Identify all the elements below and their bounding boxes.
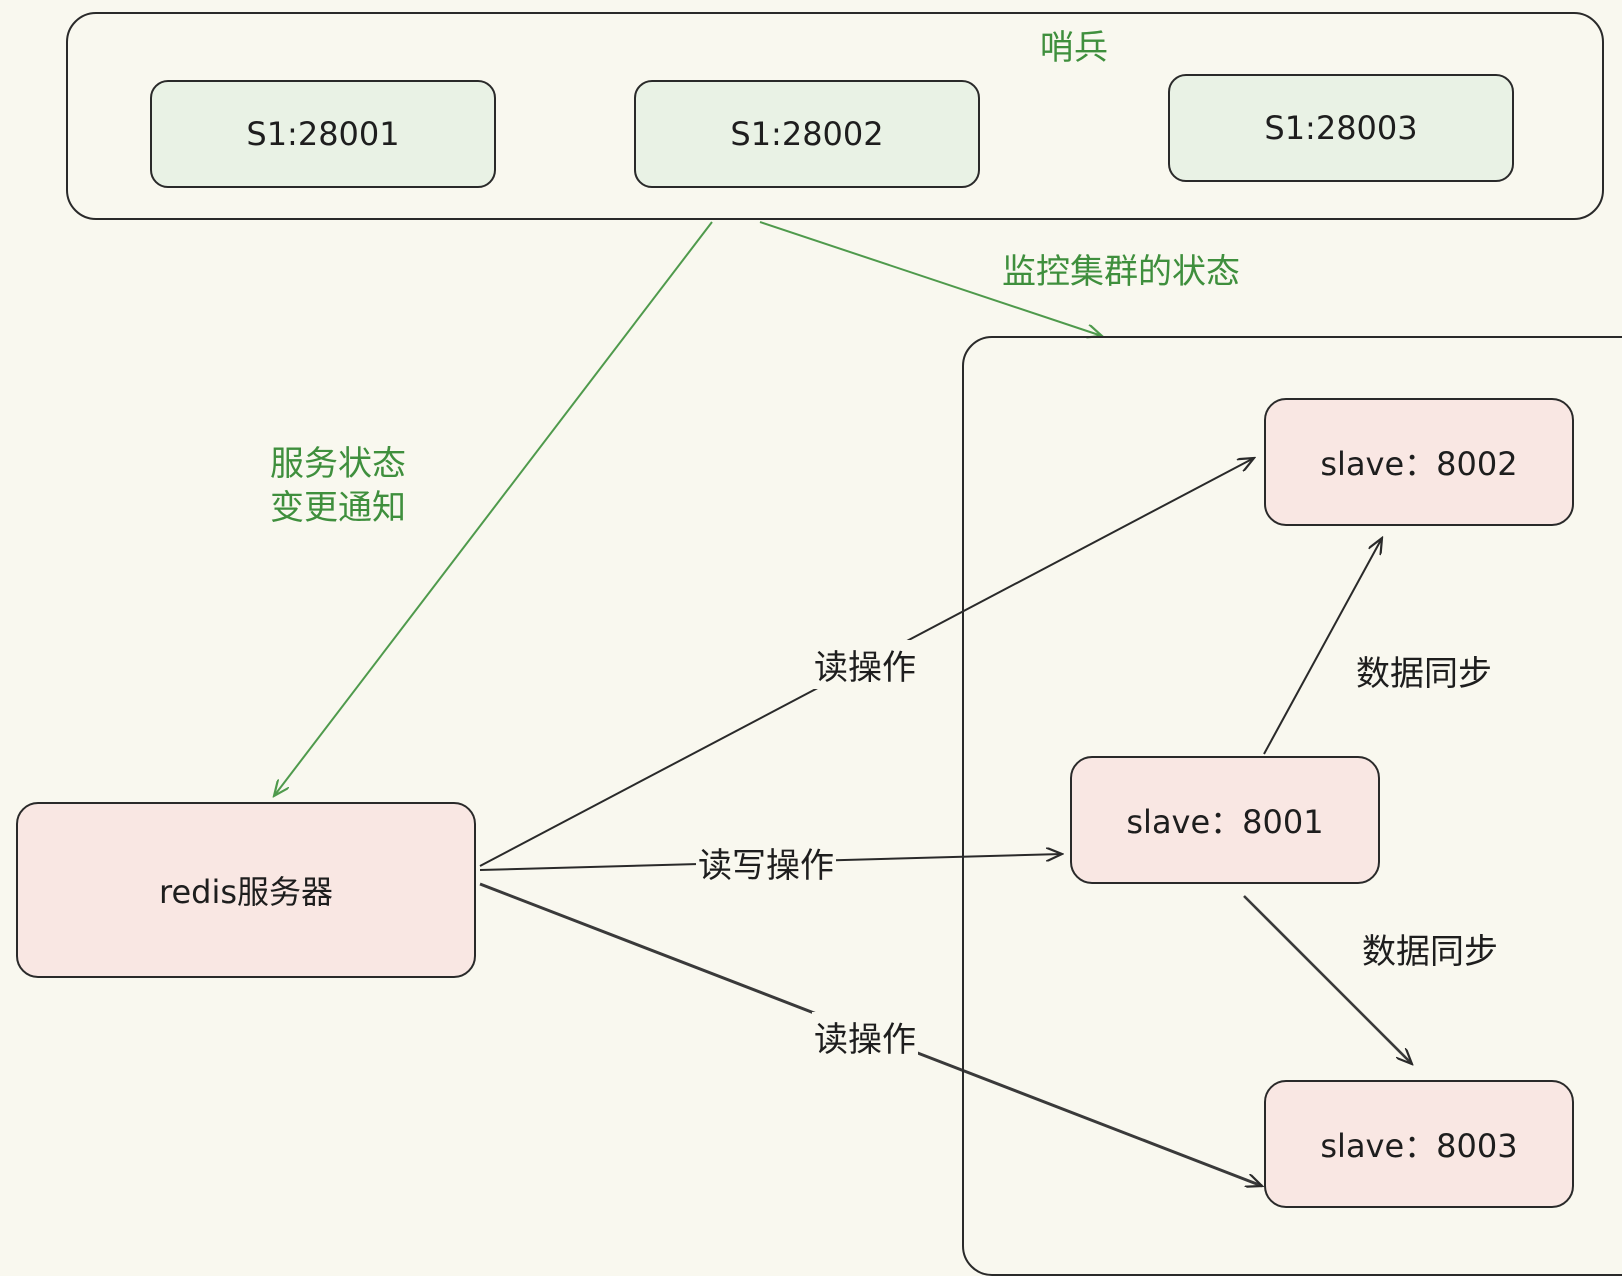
notify-edge-label-line2: 变更通知 [270, 488, 406, 528]
sync-edge-label-top: 数据同步 [1356, 654, 1492, 694]
sentinel-group-title: 哨兵 [1040, 28, 1108, 68]
read-edge-label-bottom: 读操作 [812, 1012, 918, 1061]
slave-node-8002[interactable]: slave：8002 [1264, 398, 1574, 526]
monitor-edge-label: 监控集群的状态 [1002, 252, 1240, 292]
slave-node-label: slave：8002 [1320, 445, 1518, 483]
sentinel-group [66, 12, 1604, 220]
sentinel-node-label: S1:28001 [246, 115, 400, 153]
diagram-canvas: 哨兵 S1:28001 S1:28002 S1:28003 slave：8002… [16, 12, 1622, 1276]
redis-server-label: redis服务器 [158, 873, 334, 911]
sentinel-node-28003[interactable]: S1:28003 [1168, 74, 1514, 182]
notify-edge-label: 服务状态 变更通知 [270, 442, 406, 530]
sentinel-node-28001[interactable]: S1:28001 [150, 80, 496, 188]
monitor-arrow [759, 221, 1102, 336]
redis-server-node[interactable]: redis服务器 [16, 802, 476, 978]
sync-edge-label-bottom: 数据同步 [1362, 932, 1498, 972]
read-edge-label-top: 读操作 [812, 640, 918, 689]
sync-arrow-to-8002 [1263, 538, 1382, 755]
notify-edge-label-line1: 服务状态 [270, 444, 406, 484]
slave-node-label: slave：8001 [1126, 803, 1324, 841]
read-write-edge-label: 读写操作 [696, 838, 836, 887]
sync-arrow-to-8003 [1243, 895, 1412, 1064]
sentinel-node-28002[interactable]: S1:28002 [634, 80, 980, 188]
slave-node-8001[interactable]: slave：8001 [1070, 756, 1380, 884]
sentinel-node-label: S1:28002 [730, 115, 884, 153]
sentinel-node-label: S1:28003 [1264, 109, 1418, 147]
notify-arrow [274, 221, 713, 796]
slave-node-label: slave：8003 [1320, 1127, 1518, 1165]
slave-node-8003[interactable]: slave：8003 [1264, 1080, 1574, 1208]
